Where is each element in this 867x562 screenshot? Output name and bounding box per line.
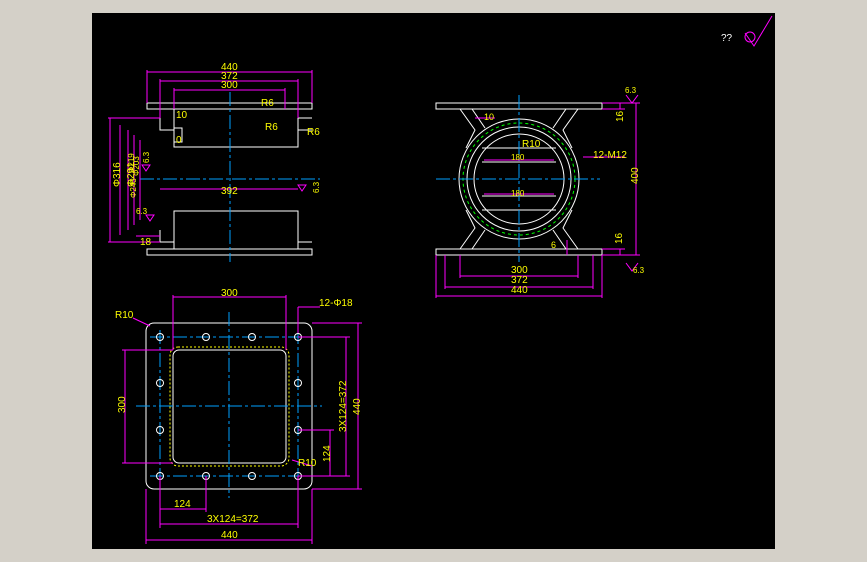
radius-r10-plan-bot: R10	[298, 458, 317, 469]
dia-219: Φ219	[127, 153, 136, 173]
plan-view: 300 12-Φ18 R10 300 3X124=372 440 124 R10…	[115, 288, 363, 544]
plan-view-labels: 300 12-Φ18 R10 300 3X124=372 440 124 R10…	[115, 288, 363, 541]
thread-12-m12: 12-M12	[593, 150, 627, 161]
side-view-roughness-marks	[141, 164, 307, 222]
dim-124-plan-bot: 124	[174, 499, 191, 510]
radius-r6-right: R6	[307, 127, 320, 138]
dim-180-bot: 180	[511, 189, 525, 198]
dim-300: 300	[221, 80, 238, 91]
dim-300-plan-top: 300	[221, 288, 238, 299]
roughness-63-b: 6.3	[312, 181, 321, 193]
bolt-hole	[156, 333, 164, 341]
roughness-63-bot: 6.3	[633, 266, 645, 275]
check-symbol-icon	[744, 15, 773, 47]
dia-316: Φ316	[112, 162, 123, 187]
dim-124-plan-right: 124	[322, 445, 333, 462]
front-view-centerlines	[436, 95, 600, 262]
front-view-dimensions	[435, 102, 640, 298]
dia-291: Φ291	[126, 162, 137, 187]
side-view-centerlines	[140, 92, 320, 262]
dim-10-front: 10	[484, 112, 494, 122]
dim-400: 400	[630, 167, 641, 184]
dim-18: 18	[140, 237, 152, 248]
side-view: 440 372 300 R6 10 R6 R6 0 392 Φ316 Φ291 …	[108, 62, 321, 262]
roughness-63-a: 6.3	[142, 151, 151, 163]
dim-3x124-plan-bot: 3X124=372	[207, 514, 259, 525]
dim-16-bot: 16	[614, 232, 625, 244]
bolt-hole	[156, 379, 164, 387]
bolt-hole	[156, 426, 164, 434]
side-view-dimensions	[108, 70, 313, 243]
dim-0: 0	[176, 135, 182, 146]
dim-6: 6	[551, 240, 556, 250]
front-view: 6.3 16 10 R10 180 12-M12 400 180 6 16 6.…	[435, 86, 645, 298]
roughness-63-top: 6.3	[625, 86, 637, 95]
plan-view-dimensions	[122, 295, 362, 544]
bolt-hole	[248, 472, 256, 480]
dim-440-plan-bot: 440	[221, 530, 238, 541]
dim-440-plan-right: 440	[352, 398, 363, 415]
dim-440-front: 440	[511, 285, 528, 296]
dim-300-plan-left: 300	[117, 396, 128, 413]
roughness-63-c: 6.3	[136, 207, 148, 216]
front-view-roughness-marks	[625, 94, 639, 272]
dim-300-front: 300	[511, 265, 528, 276]
radius-r6-top: R6	[261, 98, 274, 109]
holes-12-dia-18: 12-Φ18	[319, 298, 353, 309]
radius-r6-mid: R6	[265, 122, 278, 133]
side-view-labels: 440 372 300 R6 10 R6 R6 0 392 Φ316 Φ291 …	[112, 62, 321, 248]
bolt-hole	[294, 379, 302, 387]
dim-440: 440	[221, 62, 238, 73]
dia-203: Φ203	[132, 156, 141, 176]
radius-r10-front: R10	[522, 139, 541, 150]
dim-372: 372	[221, 71, 238, 82]
dim-392: 392	[221, 186, 238, 197]
bolt-hole	[248, 333, 256, 341]
dim-180-top: 180	[511, 153, 525, 162]
cad-drawing: ??	[92, 13, 775, 549]
dim-10: 10	[176, 110, 188, 121]
drawing-mark: ??	[721, 33, 733, 44]
dim-3x124-plan-right: 3X124=372	[338, 380, 349, 432]
front-view-labels: 6.3 16 10 R10 180 12-M12 400 180 6 16 6.…	[484, 86, 645, 296]
dia-243: Φ243	[129, 178, 138, 198]
plan-view-centerlines	[136, 312, 322, 498]
dim-16-top: 16	[615, 110, 626, 122]
radius-r10-plan-top: R10	[115, 310, 134, 321]
drawing-canvas: ??	[92, 13, 775, 549]
dim-372-front: 372	[511, 275, 528, 286]
side-view-outline	[146, 102, 313, 256]
bolt-hole	[202, 333, 210, 341]
